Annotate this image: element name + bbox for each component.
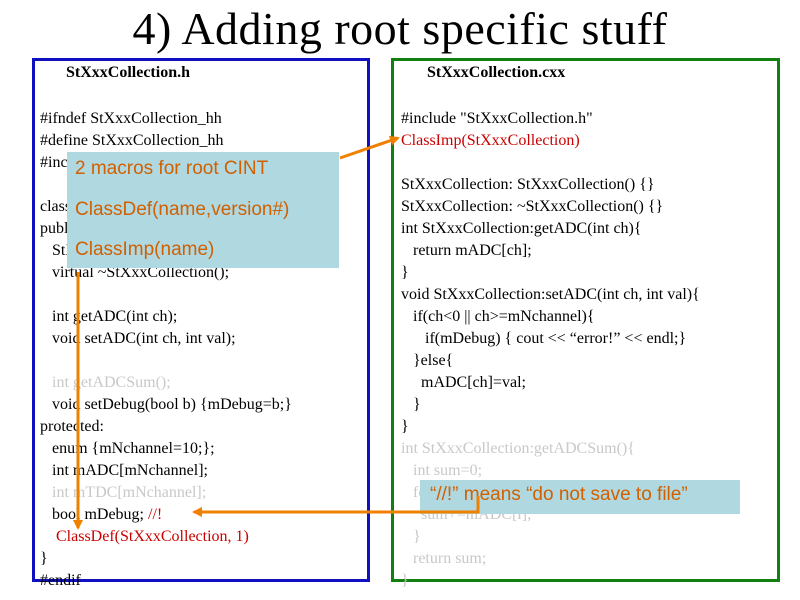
code-line: } [401, 572, 409, 589]
code-line: #include "StXxxCollection.h" [401, 110, 593, 127]
source-filename: StXxxCollection.cxx [427, 64, 566, 81]
code-line: StXxxCollection: ~StXxxCollection() {} [401, 198, 664, 215]
code-line: virtual ~StXxxCollection(); [40, 264, 230, 281]
header-file-panel [32, 58, 370, 582]
code-line: int StXxxCollection:getADC(int ch){ [401, 220, 642, 237]
slide-title: 4) Adding root specific stuff [132, 3, 668, 54]
code-line: mADC[ch]=val; [401, 374, 526, 391]
arrow-to-classimp [339, 135, 400, 160]
code-line: int mADC[mNchannel]; [40, 462, 208, 479]
code-line: int StXxxCollection:getADCSum(){ [401, 440, 635, 457]
code-line: #ifndef StXxxCollection_hh [40, 110, 222, 127]
code-line: #define StXxxCollection_hh [40, 132, 224, 149]
code-line: } [401, 264, 409, 281]
code-line: bool mDebug; //! [40, 504, 303, 526]
code-line: int sum=0; [401, 462, 483, 479]
code-line: int getADC(int ch); [40, 308, 178, 325]
code-line: } [401, 528, 421, 545]
code-line-text: bool mDebug; [40, 506, 148, 523]
macros-callout-line1: 2 macros for root CINT [75, 158, 269, 179]
code-line: if(ch<0 || ch>=mNchannel){ [401, 308, 595, 325]
comment-callout-text: “//!” means “do not save to file” [430, 484, 688, 505]
code-line: void setDebug(bool b) {mDebug=b;} [40, 396, 292, 413]
code-line: ClassImp(StXxxCollection) [401, 132, 580, 149]
arrow-to-debug-comment [192, 496, 480, 517]
code-line: int getADCSum(); [40, 374, 171, 391]
macros-callout-line3: ClassImp(name) [75, 239, 215, 260]
code-line: return mADC[ch]; [401, 242, 532, 259]
no-save-comment-marker: //! [148, 506, 163, 523]
code-line: } [401, 396, 421, 413]
code-line: int mTDC[mNchannel]; [40, 484, 207, 501]
macros-callout: 2 macros for root CINT ClassDef(name,ver… [67, 152, 339, 268]
code-line: } [40, 550, 48, 567]
macros-callout-line2: ClassDef(name,version#) [75, 199, 290, 220]
code-line: return sum; [401, 550, 487, 567]
code-line: StXxxCollection: StXxxCollection() {} [401, 176, 655, 193]
code-line: void StXxxCollection:setADC(int ch, int … [401, 286, 700, 303]
comment-callout: “//!” means “do not save to file” [420, 480, 740, 514]
code-line: ClassDef(StXxxCollection, 1) [40, 528, 249, 545]
code-line: } [401, 418, 409, 435]
code-line: }else{ [401, 352, 454, 369]
header-filename: StXxxCollection.h [66, 64, 190, 81]
code-line: void setADC(int ch, int val); [40, 330, 236, 347]
code-line: if(mDebug) { cout << “error!” << endl;} [401, 330, 687, 347]
code-line: protected: [40, 418, 104, 435]
code-line: #endif [40, 572, 81, 589]
source-file-panel [391, 58, 780, 582]
